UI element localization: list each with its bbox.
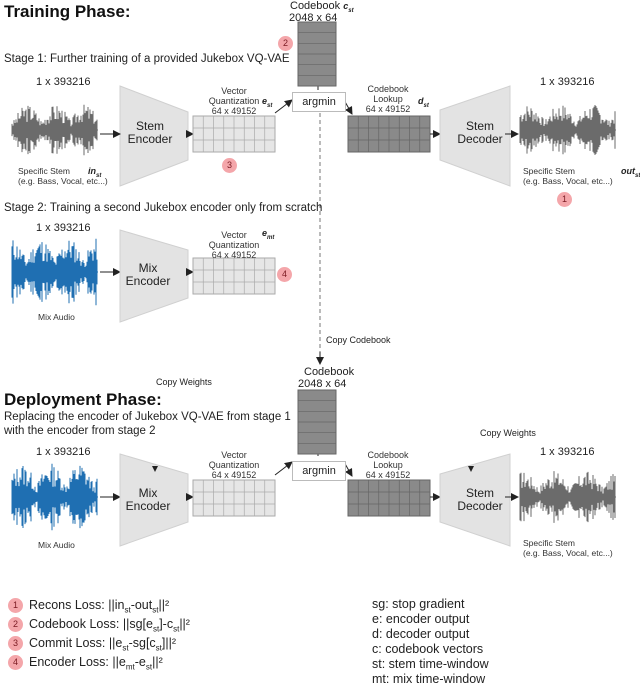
deploy-codebook-grid [297, 389, 337, 455]
stem-encoder-block [119, 85, 189, 187]
loss-formula: ||est-sg[cst]||² [108, 636, 177, 653]
codebook-title: Codebook cst [290, 0, 354, 14]
stem-encoder-label: Stem Encoder [127, 119, 173, 146]
deploy-vq-label: Vector Quantization 64 x 49152 [208, 450, 260, 480]
loss-badge: 2 [8, 617, 23, 632]
deploy-input-size: 1 x 393216 [36, 446, 91, 458]
deploy-mix-caption: Mix Audio [38, 540, 75, 550]
deploy-vector-quantization-grid [192, 479, 276, 517]
mix-encoder-block [119, 229, 189, 323]
mix-input-waveform [11, 238, 98, 306]
copy-weights-right: Copy Weights [480, 428, 536, 438]
stem-decoder-block [439, 85, 511, 187]
loss-name: Recons Loss: [29, 598, 105, 612]
copy-weights-marker [468, 466, 474, 472]
stage-1-heading: Stage 1: Further training of a provided … [4, 53, 290, 65]
vq-symbol: est [262, 96, 273, 109]
vq-label: Vector Quantization 64 x 49152 [208, 86, 260, 116]
loss-name: Commit Loss: [29, 636, 106, 650]
loss-legend-row: 2 Codebook Loss: ||sg[est]-cst||² [8, 617, 190, 634]
stem-input-waveform [11, 104, 98, 156]
loss-formula: ||emt-est||² [112, 655, 163, 672]
mix-caption: Mix Audio [38, 312, 75, 322]
mix-vq-label: Vector Quantization 64 x 49152 [208, 230, 260, 260]
loss-badge: 1 [8, 598, 23, 613]
loss-legend-row: 1 Recons Loss: ||inst-outst||² [8, 598, 169, 615]
abbreviation-item: mt: mix time-window [372, 672, 486, 686]
deploy-mix-waveform [11, 463, 98, 531]
deployment-description: Replacing the encoder of Jukebox VQ-VAE … [4, 411, 291, 437]
deploy-lookup-label: Codebook Lookup 64 x 49152 [365, 450, 411, 480]
loss-legend-row: 3 Commit Loss: ||est-sg[cst]||² [8, 636, 176, 653]
deployment-phase-title: Deployment Phase: [4, 390, 162, 409]
input-size: 1 x 393216 [36, 76, 91, 88]
stem-decoder-label: Stem Decoder [457, 119, 503, 146]
abbreviation-item: st: stem time-window [372, 657, 489, 671]
loss-name: Codebook Loss: [29, 617, 120, 631]
deploy-codebook-size: 2048 x 64 [298, 378, 347, 390]
abbreviation-item: e: encoder output [372, 612, 470, 626]
deploy-argmin-box: argmin [292, 461, 346, 481]
output-caption: Specific Stem (e.g. Bass, Vocal, etc...) [523, 166, 613, 186]
loss-legend-row: 4 Encoder Loss: ||emt-est||² [8, 655, 163, 672]
badge-1: 1 [557, 192, 572, 207]
deploy-mix-encoder-label: Mix Encoder [125, 486, 171, 513]
lookup-symbol: dst [418, 96, 429, 109]
codebook-grid [297, 21, 337, 87]
mix-encoder-label: Mix Encoder [125, 261, 171, 288]
badge-4: 4 [277, 267, 292, 282]
badge-3: 3 [222, 158, 237, 173]
deploy-stem-output-waveform [519, 471, 616, 523]
badge-2: 2 [278, 36, 293, 51]
deploy-codebook-lookup-grid [347, 479, 431, 517]
copy-codebook-label: Copy Codebook [326, 335, 391, 345]
deploy-stem-decoder-block [439, 453, 511, 547]
mix-size: 1 x 393216 [36, 222, 91, 234]
copy-weights-marker [152, 466, 158, 472]
argmin-box: argmin [292, 92, 346, 112]
loss-name: Encoder Loss: [29, 655, 109, 669]
input-caption: Specific Stem (e.g. Bass, Vocal, etc...) [18, 166, 108, 186]
loss-formula: ||inst-outst||² [108, 598, 170, 615]
deploy-stem-decoder-label: Stem Decoder [457, 486, 503, 513]
mix-vector-quantization-grid [192, 257, 276, 295]
deploy-mix-encoder-block [119, 453, 189, 547]
deploy-codebook-title: Codebook [304, 366, 355, 378]
input-symbol: inst [88, 166, 102, 179]
abbreviation-item: d: decoder output [372, 627, 470, 641]
output-symbol: outst [621, 166, 640, 179]
stem-output-waveform [519, 104, 616, 156]
abbreviation-item: sg: stop gradient [372, 597, 465, 611]
loss-badge: 4 [8, 655, 23, 670]
vector-quantization-grid [192, 115, 276, 153]
copy-weights-left: Copy Weights [156, 377, 212, 387]
codebook-size: 2048 x 64 [289, 12, 338, 24]
codebook-lookup-grid [347, 115, 431, 153]
mix-vq-symbol: emt [262, 228, 275, 241]
output-size: 1 x 393216 [540, 76, 595, 88]
lookup-label: Codebook Lookup 64 x 49152 [365, 84, 411, 114]
arrow [274, 461, 293, 476]
abbreviation-item: c: codebook vectors [372, 642, 484, 656]
deploy-output-size: 1 x 393216 [540, 446, 595, 458]
deploy-output-caption: Specific Stem (e.g. Bass, Vocal, etc...) [523, 538, 613, 558]
stage-2-heading: Stage 2: Training a second Jukebox encod… [4, 202, 323, 214]
training-phase-title: Training Phase: [4, 2, 131, 21]
loss-badge: 3 [8, 636, 23, 651]
arrow [274, 99, 293, 114]
loss-formula: ||sg[est]-cst||² [122, 617, 190, 634]
